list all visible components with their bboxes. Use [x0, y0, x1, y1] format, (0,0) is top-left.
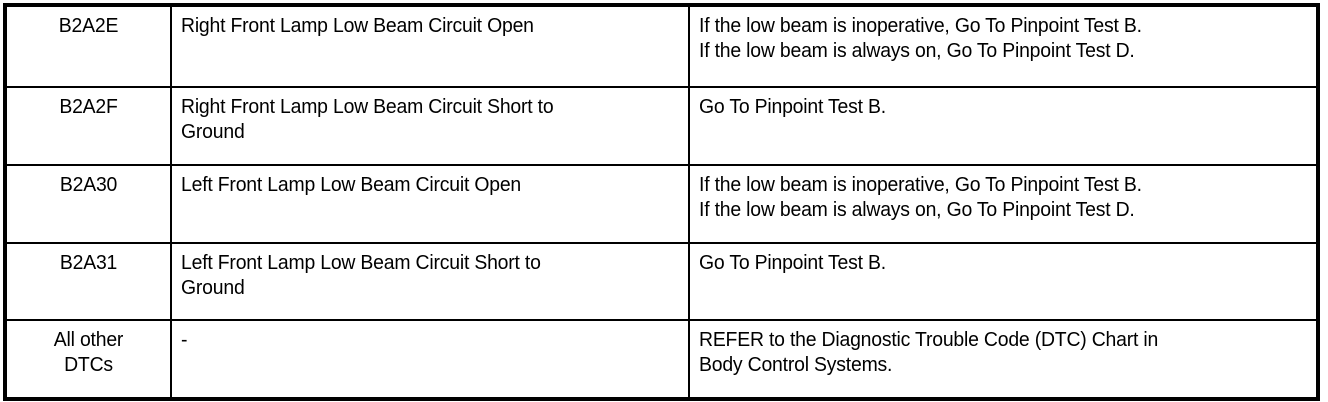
dtc-action-cell: Go To Pinpoint Test B.: [688, 86, 1319, 166]
table-row: B2A30 Left Front Lamp Low Beam Circuit O…: [4, 164, 1319, 244]
dtc-action-text: REFER to the Diagnostic Trouble Code (DT…: [699, 328, 1289, 378]
text-line: Go To Pinpoint Test B.: [699, 96, 886, 118]
text-line: B2A30: [59, 174, 118, 196]
dtc-action-text: Go To Pinpoint Test B.: [699, 251, 1289, 276]
dtc-code-cell: B2A2F: [4, 86, 172, 166]
dtc-code-text: B2A2F: [18, 95, 159, 120]
text-line: Body Control Systems.: [699, 354, 893, 376]
dtc-action-cell: If the low beam is inoperative, Go To Pi…: [688, 4, 1319, 88]
text-line: REFER to the Diagnostic Trouble Code (DT…: [699, 329, 1159, 351]
dtc-description-cell: Right Front Lamp Low Beam Circuit Open: [170, 4, 690, 88]
text-line: Left Front Lamp Low Beam Circuit Open: [181, 174, 522, 196]
text-line: If the low beam is always on, Go To Pinp…: [699, 199, 1135, 221]
dtc-description-text: Left Front Lamp Low Beam Circuit Open: [181, 173, 664, 198]
dtc-chart-body: B2A2E Right Front Lamp Low Beam Circuit …: [4, 4, 1319, 400]
text-line: Right Front Lamp Low Beam Circuit Short …: [181, 96, 554, 118]
dtc-code-text: B2A31: [18, 251, 159, 276]
dtc-chart-table: B2A2E Right Front Lamp Low Beam Circuit …: [3, 3, 1320, 401]
dtc-action-cell: Go To Pinpoint Test B.: [688, 242, 1319, 321]
dtc-code-text: B2A2E: [18, 14, 159, 39]
dtc-action-text: If the low beam is inoperative, Go To Pi…: [699, 173, 1289, 223]
table-row: B2A2E Right Front Lamp Low Beam Circuit …: [4, 4, 1319, 88]
dtc-action-cell: REFER to the Diagnostic Trouble Code (DT…: [688, 319, 1319, 400]
text-line: Ground: [181, 277, 245, 299]
dtc-action-text: Go To Pinpoint Test B.: [699, 95, 1289, 120]
text-line: -: [181, 329, 188, 351]
text-line: Go To Pinpoint Test B.: [699, 252, 886, 274]
dtc-description-text: Left Front Lamp Low Beam Circuit Short t…: [181, 251, 664, 301]
dtc-chart-container: B2A2E Right Front Lamp Low Beam Circuit …: [3, 3, 1320, 401]
text-line: Left Front Lamp Low Beam Circuit Short t…: [181, 252, 541, 274]
text-line: If the low beam is inoperative, Go To Pi…: [699, 15, 1142, 37]
text-line: B2A2F: [59, 96, 118, 118]
table-row: B2A31 Left Front Lamp Low Beam Circuit S…: [4, 242, 1319, 321]
dtc-code-cell: B2A30: [4, 164, 172, 244]
dtc-description-cell: -: [170, 319, 690, 400]
dtc-code-cell: B2A2E: [4, 4, 172, 88]
text-line: If the low beam is always on, Go To Pinp…: [699, 40, 1135, 62]
dtc-code-cell: B2A31: [4, 242, 172, 321]
dtc-action-cell: If the low beam is inoperative, Go To Pi…: [688, 164, 1319, 244]
dtc-description-text: Right Front Lamp Low Beam Circuit Open: [181, 14, 664, 39]
dtc-description-cell: Left Front Lamp Low Beam Circuit Open: [170, 164, 690, 244]
dtc-code-text: B2A30: [18, 173, 159, 198]
text-line: Ground: [181, 121, 245, 143]
dtc-description-cell: Right Front Lamp Low Beam Circuit Short …: [170, 86, 690, 166]
dtc-action-text: If the low beam is inoperative, Go To Pi…: [699, 14, 1289, 64]
table-row: B2A2F Right Front Lamp Low Beam Circuit …: [4, 86, 1319, 166]
text-line: B2A31: [59, 252, 118, 274]
text-line: If the low beam is inoperative, Go To Pi…: [699, 174, 1142, 196]
text-line: B2A2E: [58, 15, 119, 37]
dtc-description-text: Right Front Lamp Low Beam Circuit Short …: [181, 95, 664, 145]
dtc-description-cell: Left Front Lamp Low Beam Circuit Short t…: [170, 242, 690, 321]
text-line: DTCs: [64, 354, 113, 376]
dtc-description-text: -: [181, 328, 664, 353]
text-line: Right Front Lamp Low Beam Circuit Open: [181, 15, 534, 37]
text-line: All other: [53, 329, 124, 351]
